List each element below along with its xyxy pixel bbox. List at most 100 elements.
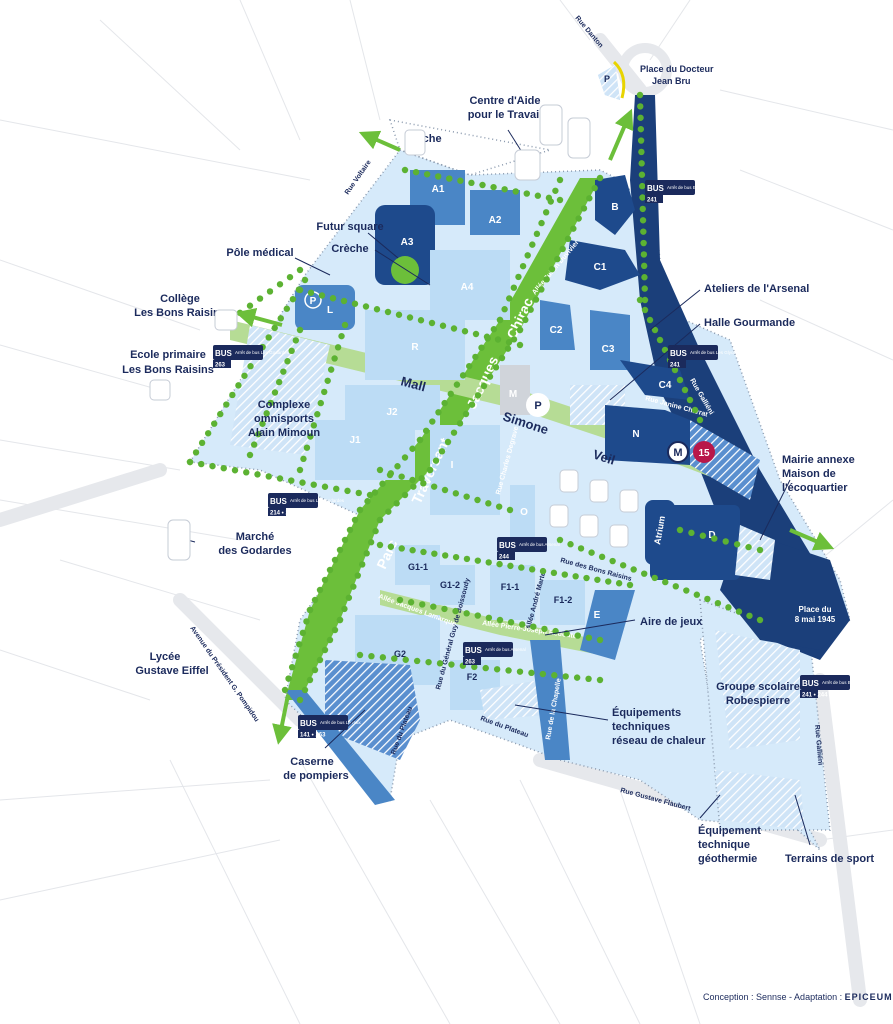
block-B: B [611, 202, 618, 213]
tree [516, 326, 524, 334]
tree [564, 235, 572, 242]
tree [256, 295, 264, 302]
block-A1: A1 [432, 184, 445, 195]
label-complexe-3: Alain Mimoun [248, 427, 320, 439]
tree [355, 489, 362, 497]
tree [485, 614, 493, 621]
tree [376, 516, 384, 524]
tree [420, 548, 427, 556]
tree [296, 326, 304, 334]
tree [246, 302, 254, 309]
tree [310, 422, 318, 429]
parking-icon-2: P [534, 400, 541, 412]
tree [296, 641, 303, 648]
label-ecole-1: Ecole primaire [130, 349, 206, 361]
tree [393, 500, 400, 507]
tree [331, 626, 339, 634]
tree [735, 608, 743, 615]
tree [259, 420, 266, 427]
tree [425, 658, 432, 666]
tree [474, 392, 482, 399]
tree [430, 603, 437, 610]
tree [519, 262, 527, 270]
tree [585, 675, 592, 683]
tree [452, 553, 460, 561]
tree [539, 670, 547, 678]
tree [486, 373, 494, 380]
label-mall: Mall [399, 373, 427, 394]
tree [209, 462, 216, 470]
tree [409, 547, 416, 554]
bus-label: BUS [465, 646, 483, 655]
tree [198, 460, 205, 468]
tree [416, 436, 424, 444]
tree [686, 396, 694, 404]
block-F1-2: F1-2 [554, 595, 573, 605]
tree [507, 562, 514, 570]
bus-lines: 244 [499, 555, 510, 561]
tree [401, 454, 409, 461]
parking-icon: P [310, 296, 317, 307]
tree [543, 276, 550, 283]
tree [588, 549, 595, 556]
block-L: L [327, 305, 333, 316]
tree [316, 656, 324, 664]
block-J2: J2 [386, 407, 398, 418]
block-E: E [594, 610, 601, 621]
tree [468, 179, 475, 187]
tree [516, 668, 524, 675]
bus-stop-name: Arrêt de bus Les Godardes [290, 498, 345, 503]
tree [303, 444, 311, 451]
tree [639, 182, 646, 190]
bus-stop-name: Arrêt de bus Bréal 9-6 [822, 680, 867, 685]
tree [307, 433, 314, 440]
tree [396, 596, 404, 604]
tree [277, 315, 284, 322]
bus-label: BUS [499, 541, 517, 550]
tree [333, 485, 340, 493]
parking-top: P [604, 74, 610, 84]
tree [490, 326, 498, 333]
tree [283, 305, 291, 312]
tree [693, 591, 701, 598]
tree [341, 605, 348, 613]
leader-lines [179, 129, 811, 846]
label-ateliers: Ateliers de l'Arsenal [704, 283, 809, 295]
tree [236, 309, 244, 317]
tree [733, 541, 741, 548]
tree [300, 455, 307, 463]
tree [204, 430, 212, 437]
tree [626, 581, 634, 589]
street-gallieni-2: Rue Galliéni [813, 725, 824, 766]
label-lycee-2: Gustave Eiffel [135, 665, 208, 677]
tree [211, 420, 218, 427]
tree [373, 306, 381, 313]
tree [636, 91, 644, 99]
tree [496, 616, 504, 624]
tree [299, 479, 306, 486]
tree [696, 416, 704, 424]
tree [641, 274, 648, 281]
tree [418, 475, 425, 482]
label-caserne-2: de pompiers [283, 770, 348, 782]
tree [548, 266, 556, 273]
tree [311, 596, 319, 604]
tree [398, 545, 405, 552]
tree [288, 663, 296, 671]
tree [662, 578, 669, 586]
tree [329, 295, 337, 302]
tree [407, 599, 415, 606]
tree [505, 667, 512, 674]
tree [756, 546, 764, 554]
block-A3: A3 [401, 237, 414, 248]
tree [532, 296, 540, 303]
tree [518, 564, 525, 571]
tree [485, 500, 492, 507]
block-A4: A4 [461, 282, 474, 293]
label-place-8mai-2: 8 mai 1945 [795, 615, 836, 624]
tree [474, 557, 482, 564]
block-labels: A1 A2 A3 A4 B C1 C2 C3 C4 P L R J2 J1 I … [304, 74, 716, 682]
tree [501, 306, 508, 313]
